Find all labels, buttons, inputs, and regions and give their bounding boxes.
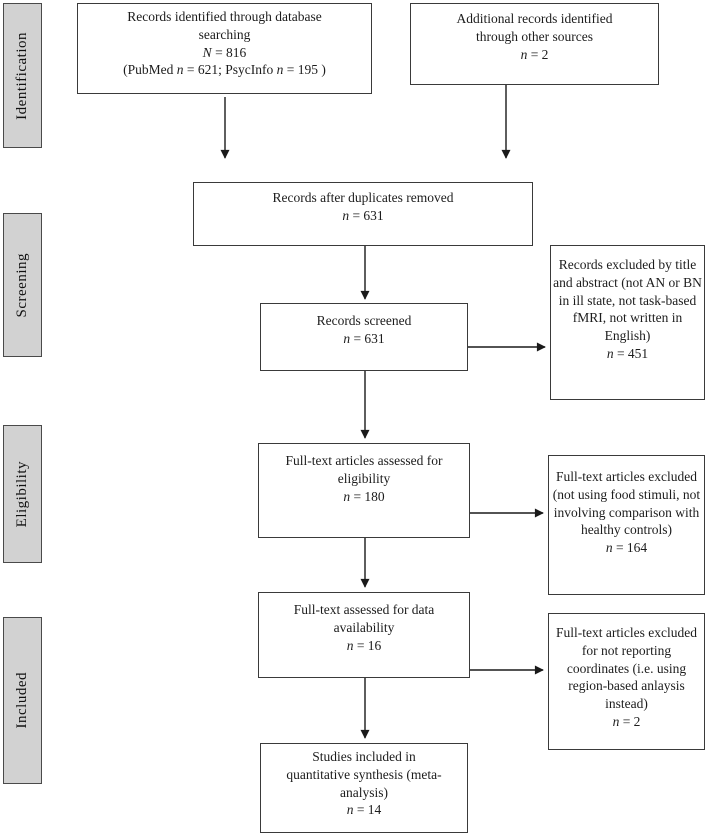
flow-box-duplicates-removed: Records after duplicates removed n = 631 — [193, 182, 533, 246]
count-line: n = 2 — [612, 714, 641, 730]
count-line: n = 2 — [520, 46, 549, 62]
count-line: n = 16 — [346, 637, 382, 653]
count-line: n = 631 — [343, 330, 385, 346]
box-title: Studies included in quantitative synthes… — [286, 749, 442, 800]
stage-label-text: Identification — [14, 31, 30, 120]
flow-box-excluded-fulltext: Full-text articles excluded (not using f… — [548, 455, 705, 595]
stage-label-text: Included — [14, 672, 30, 729]
box-title: Records identified through database sear… — [127, 9, 322, 42]
box-title: Full-text assessed for data availability — [293, 602, 435, 635]
stage-label-screening: Screening — [3, 213, 42, 357]
count-line: N = 816 — [202, 44, 247, 60]
count-line: n = 631 — [342, 207, 384, 223]
count-line: n = 164 — [605, 540, 648, 556]
flow-box-excluded-no-coordinates: Full-text articles excluded for not repo… — [548, 613, 705, 750]
flow-box-additional-records: Additional records identified through ot… — [410, 3, 659, 85]
box-title: Full-text articles excluded (not using f… — [552, 469, 701, 538]
box-title: Records after duplicates removed — [272, 190, 454, 205]
flow-box-excluded-title-abstract: Records excluded by title and abstract (… — [550, 245, 705, 400]
count-line: n = 451 — [606, 346, 649, 362]
flow-box-fulltext-eligibility: Full-text articles assessed for eligibil… — [258, 443, 470, 538]
stage-label-text: Screening — [14, 252, 30, 318]
stage-label-text: Eligibility — [14, 460, 30, 528]
box-title: Full-text articles excluded for not repo… — [556, 625, 697, 712]
box-title: Records screened — [316, 313, 412, 328]
count-line: n = 180 — [343, 488, 385, 504]
flow-box-records-screened: Records screened n = 631 — [260, 303, 468, 371]
flow-box-studies-included: Studies included in quantitative synthes… — [260, 743, 468, 833]
box-title: Additional records identified through ot… — [456, 11, 613, 44]
flow-box-fulltext-data-availability: Full-text assessed for data availability… — [258, 592, 470, 678]
count-line: n = 14 — [346, 802, 382, 818]
stage-label-included: Included — [3, 617, 42, 784]
source-breakdown: (PubMed n = 621; PsycInfo n = 195 ) — [123, 62, 326, 78]
box-title: Full-text articles assessed for eligibil… — [285, 453, 443, 486]
box-title: Records excluded by title and abstract (… — [553, 257, 702, 344]
stage-label-identification: Identification — [3, 3, 42, 148]
stage-label-eligibility: Eligibility — [3, 425, 42, 563]
flow-box-records-identified-database: Records identified through database sear… — [77, 3, 372, 94]
